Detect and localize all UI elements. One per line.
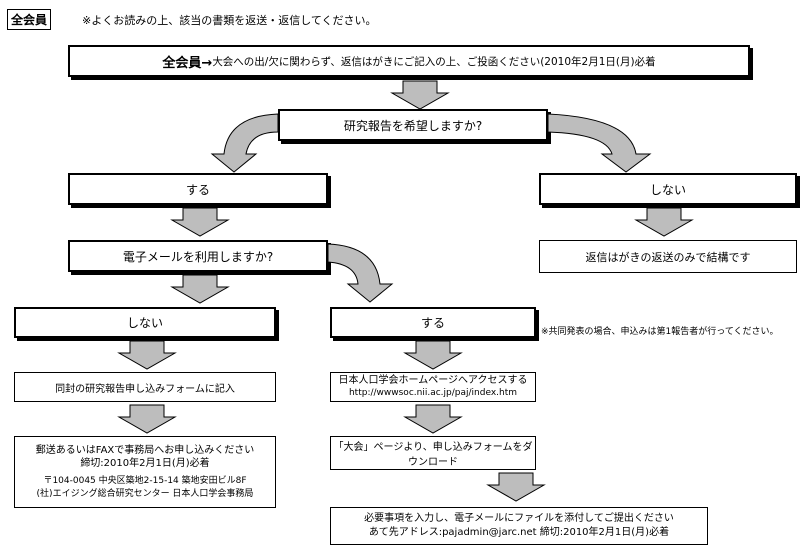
curved-arrow-right-2 (327, 243, 394, 303)
left-step2-line1: 郵送あるいはFAXで事務局へお申し込みください (35, 444, 255, 456)
top-bold: 全会員→ (162, 55, 213, 71)
down-arrow-right-step1 (403, 404, 463, 434)
question-email: 電子メールを利用しますか? (68, 240, 328, 272)
answer-no-email: しない (14, 307, 276, 338)
site-url: http://wwwsoc.nii.ac.jp/paj/index.htm (348, 388, 518, 398)
header-note: ※よくお読みの上、該当の書類を返送・返信してください。 (82, 14, 377, 27)
top-text: 大会への出/欠に関わらず、返信はがきにご記入の上、ご投函ください(2010年2月… (212, 55, 656, 68)
question-research-report: 研究報告を希望しますか? (278, 109, 548, 141)
down-arrow-1 (390, 80, 450, 110)
all-members-tag: 全会員 (7, 9, 52, 30)
right-step-access-site: 日本人口学会ホームページへアクセスする http://wwwsoc.nii.ac… (330, 372, 536, 402)
top-instruction-box: 全会員→ 大会への出/欠に関わらず、返信はがきにご記入の上、ご投函ください(20… (68, 45, 750, 77)
down-arrow-no1 (634, 207, 694, 237)
down-arrow-right-step2 (486, 472, 546, 502)
curved-arrow-left-1 (210, 113, 279, 173)
right-step-download-form: 「大会」ページより、申し込みフォームをダウンロード (330, 436, 536, 470)
no-research-result: 返信はがきの返送のみで結構です (539, 240, 797, 273)
right-step-email-submit: 必要事項を入力し、電子メールにファイルを添付してご提出ください あて先アドレス:… (330, 507, 708, 545)
down-arrow-q2 (170, 274, 230, 304)
co-presentation-note: ※共同発表の場合、申込みは第1報告者が行ってください。 (541, 327, 779, 337)
answer-no-research: しない (539, 173, 797, 205)
left-step-fill-form: 同封の研究報告申し込みフォームに記入 (14, 372, 276, 402)
office-name: (社)エイジング総合研究センター 日本人口学会事務局 (36, 488, 254, 499)
down-arrow-yes2 (403, 340, 463, 370)
answer-yes-research: する (68, 173, 328, 205)
down-arrow-left-step1 (117, 404, 177, 434)
left-deadline: 締切:2010年2月1日(月)必着 (80, 457, 210, 469)
office-address: 〒104-0045 中央区築地2-15-14 築地安田ビル8F (43, 475, 247, 486)
curved-arrow-right-1 (547, 113, 652, 173)
left-step-submit-mail-fax: 郵送あるいはFAXで事務局へお申し込みください 締切:2010年2月1日(月)必… (14, 436, 276, 508)
answer-yes-email: する (330, 307, 536, 338)
right-step3-line2: あて先アドレス:pajadmin@jarc.net 締切:2010年2月1日(月… (368, 527, 670, 538)
right-step1-text: 日本人口学会ホームページへアクセスする (338, 375, 528, 386)
right-step3-line1: 必要事項を入力し、電子メールにファイルを添付してご提出ください (364, 513, 674, 524)
down-arrow-no2 (117, 340, 177, 370)
down-arrow-yes1 (170, 207, 230, 237)
